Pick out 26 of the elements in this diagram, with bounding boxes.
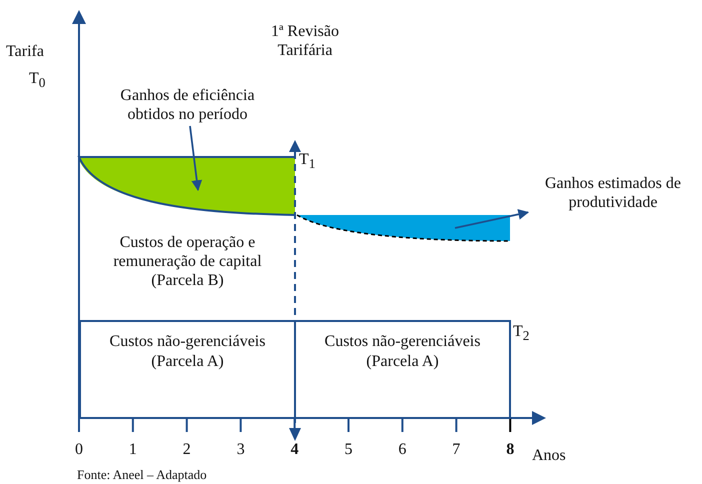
leader-arrow bbox=[454, 209, 530, 229]
box-text: Custos não-gerenciáveis (Parcela A) bbox=[324, 332, 482, 372]
productivity-gain-area bbox=[295, 214, 510, 242]
revision-label: 1ª Revisão Tarifária bbox=[270, 22, 340, 60]
tick-label: 2 bbox=[182, 440, 192, 459]
tariff-label: T$_{0}$ bbox=[29, 69, 46, 92]
cost-label: Custos de operação e remuneração de capital (Parcela B) bbox=[112, 233, 263, 290]
tick-label: 8 bbox=[505, 440, 516, 459]
tick-label: 0 bbox=[74, 440, 84, 459]
tick-label: 3 bbox=[236, 440, 246, 459]
leader-arrow bbox=[189, 126, 202, 192]
axis-title: Tarifa bbox=[6, 42, 45, 61]
tick-label: 5 bbox=[344, 440, 354, 459]
box-text: Custos não-gerenciáveis (Parcela A) bbox=[108, 332, 266, 372]
tick-label: 4 bbox=[290, 440, 300, 459]
tariff-label: T$_{2}$ bbox=[513, 322, 530, 346]
tariff-label: T$_{1}$ bbox=[299, 150, 316, 174]
axis-title: Anos bbox=[532, 446, 567, 465]
cost-box bbox=[79, 320, 296, 419]
source-note: Fonte: Aneel – Adaptado bbox=[77, 467, 208, 482]
annotation-text: Ganhos estimados de produtividade bbox=[528, 174, 698, 212]
tick-label: 1 bbox=[128, 440, 138, 459]
annotation-text: Ganhos de eficiência obtidos no período bbox=[100, 86, 275, 124]
tick-label: 6 bbox=[397, 440, 408, 459]
efficiency-gain-area bbox=[78, 156, 296, 216]
tick-label: 7 bbox=[451, 440, 462, 459]
